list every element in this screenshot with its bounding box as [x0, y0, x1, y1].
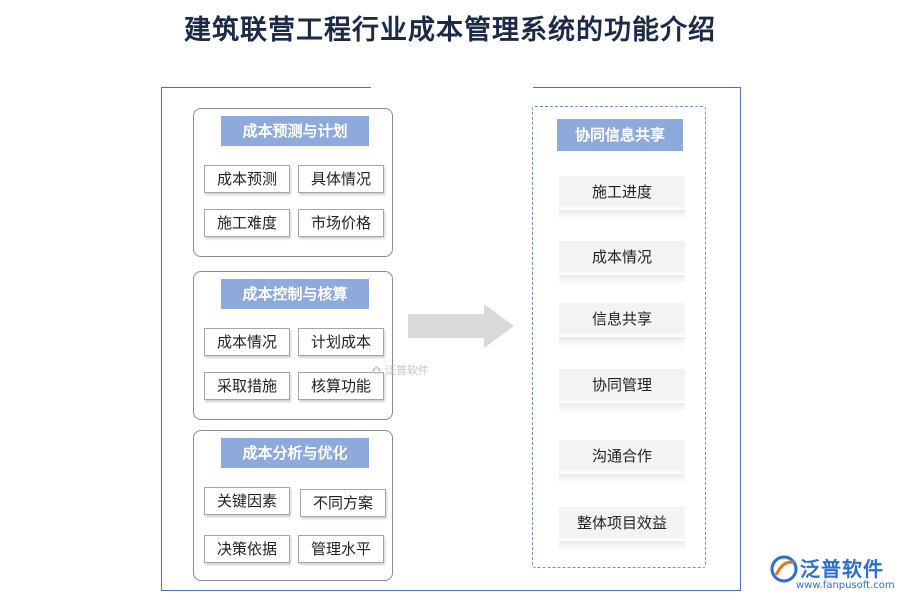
group-item: 管理水平 [298, 535, 384, 563]
group-title: 成本预测与计划 [221, 116, 369, 146]
group-item: 核算功能 [298, 372, 384, 400]
shared-item: 协同管理 [559, 369, 685, 413]
group-title: 成本控制与核算 [221, 279, 369, 309]
group-item: 施工难度 [204, 209, 290, 237]
group-item: 决策依据 [204, 535, 290, 563]
group-item: 成本预测 [204, 165, 290, 193]
right-arrow-icon [408, 304, 514, 348]
group-item: 采取措施 [204, 372, 290, 400]
page-title: 建筑联营工程行业成本管理系统的功能介绍 [184, 15, 716, 46]
logo-name: 泛普软件 [800, 557, 884, 581]
shared-item: 信息共享 [559, 303, 685, 347]
group-item: 具体情况 [298, 165, 384, 193]
shared-title: 协同信息共享 [557, 119, 683, 151]
shared-item: 沟通合作 [559, 440, 685, 484]
watermark: ✿ 泛普软件 [372, 364, 429, 377]
group-cost-analysis: 成本分析与优化 关键因素 不同方案 决策依据 管理水平 [193, 430, 393, 581]
group-item: 不同方案 [300, 489, 386, 517]
brand-logo: 泛普软件 www.fanpusoft.com [770, 553, 895, 597]
group-title: 成本分析与优化 [221, 438, 369, 468]
shared-item: 整体项目效益 [559, 507, 685, 551]
shared-item: 施工进度 [559, 176, 685, 220]
group-item: 计划成本 [298, 328, 384, 356]
watermark-logo-icon: ✿ [372, 364, 382, 377]
group-cost-forecast: 成本预测与计划 成本预测 具体情况 施工难度 市场价格 [193, 108, 393, 257]
logo-icon [770, 555, 798, 583]
group-item: 成本情况 [204, 328, 290, 356]
group-item: 关键因素 [204, 487, 290, 515]
logo-url: www.fanpusoft.com [796, 580, 895, 591]
group-item: 市场价格 [298, 209, 384, 237]
shared-item: 成本情况 [559, 241, 685, 285]
group-cost-control: 成本控制与核算 成本情况 计划成本 采取措施 核算功能 [193, 271, 393, 420]
